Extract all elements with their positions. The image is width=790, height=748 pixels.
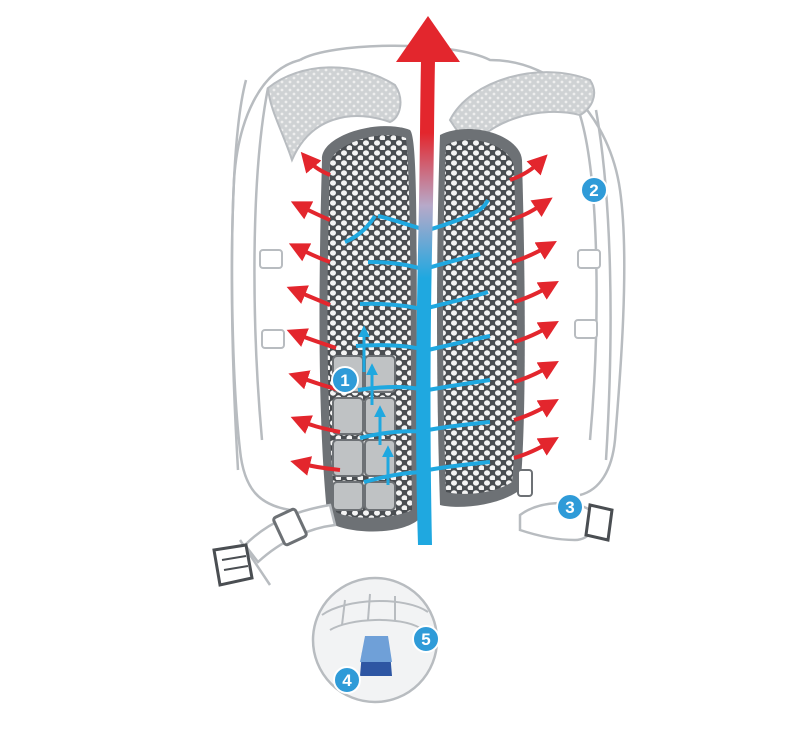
callout-label: 2 (589, 181, 598, 200)
side-release-buckle-icon (586, 505, 612, 540)
back-panel-right (437, 129, 525, 507)
callout-label: 4 (342, 671, 352, 690)
callout-1: 1 (332, 367, 358, 393)
callout-label: 5 (421, 630, 430, 649)
callout-3: 3 (557, 494, 583, 520)
callout-4: 4 (334, 667, 360, 693)
callout-2: 2 (581, 177, 607, 203)
callout-5: 5 (413, 626, 439, 652)
spacer-foam-pad (360, 636, 392, 676)
side-release-buckle-icon (214, 545, 252, 585)
callout-label: 1 (340, 371, 349, 390)
callout-label: 3 (565, 498, 574, 517)
